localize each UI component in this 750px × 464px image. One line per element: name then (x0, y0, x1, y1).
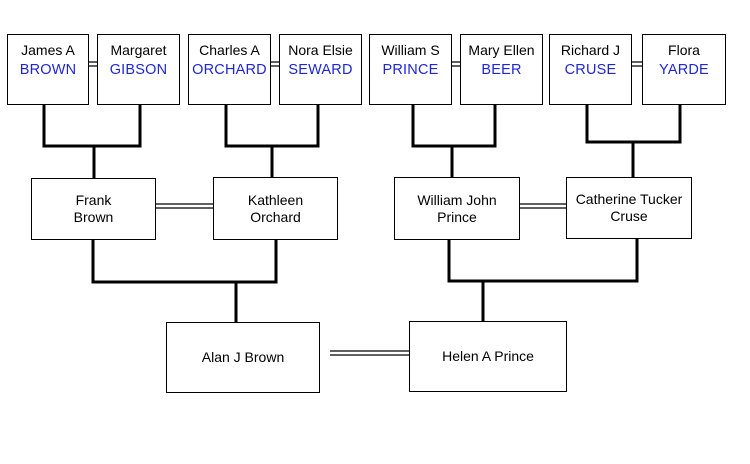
connector-prince-beer (411, 105, 497, 180)
marriage-line-frank-kathleen (156, 203, 214, 209)
person-given-name: Richard J (560, 42, 621, 58)
marriage-line-prince-beer (452, 61, 460, 67)
person-given-name: Nora Elsie (288, 42, 353, 58)
person-box-catherine-cruse[interactable]: Catherine Tucker Cruse (566, 177, 692, 239)
person-box-william-prince[interactable]: William S PRINCE (369, 34, 452, 105)
person-name: Helen A Prince (442, 348, 534, 364)
person-surname: PRINCE (382, 62, 439, 78)
person-box-flora-yarde[interactable]: Flora YARDE (642, 34, 726, 105)
person-box-mary-beer[interactable]: Mary Ellen BEER (460, 34, 543, 105)
marriage-line-cruse-yarde (632, 61, 642, 67)
person-box-nora-seward[interactable]: Nora Elsie SEWARD (279, 34, 362, 105)
person-name: Alan J Brown (201, 349, 285, 365)
person-given-name: Margaret (110, 42, 167, 58)
person-box-charles-orchard[interactable]: Charles A ORCHARD (188, 34, 271, 105)
marriage-line-alan-helen (330, 350, 410, 356)
connector-william-catherine (447, 239, 639, 322)
person-box-alan-brown[interactable]: Alan J Brown (166, 322, 320, 393)
connector-frank-kathleen (91, 240, 278, 323)
person-name: Frank Brown (73, 192, 114, 225)
person-box-richard-cruse[interactable]: Richard J CRUSE (549, 34, 632, 105)
person-box-margaret-gibson[interactable]: Margaret GIBSON (97, 34, 180, 105)
person-box-frank-brown[interactable]: Frank Brown (31, 178, 156, 240)
person-surname: YARDE (659, 62, 709, 78)
marriage-line-william-catherine (520, 203, 566, 209)
person-given-name: Charles A (199, 42, 260, 58)
person-name: Kathleen Orchard (247, 191, 304, 225)
marriage-line-orchard-seward (271, 61, 279, 67)
connector-cruse-yarde (585, 105, 682, 179)
person-name: William John Prince (417, 191, 497, 225)
person-box-helen-prince[interactable]: Helen A Prince (409, 321, 567, 392)
person-surname: CRUSE (564, 62, 617, 78)
person-surname: SEWARD (288, 62, 353, 78)
person-given-name: William S (381, 42, 440, 58)
person-box-james-brown[interactable]: James A BROWN (7, 34, 89, 105)
connector-orchard-seward (224, 105, 320, 180)
person-box-william-john-prince[interactable]: William John Prince (394, 177, 520, 240)
person-given-name: Mary Ellen (468, 42, 535, 58)
person-surname: GIBSON (109, 62, 168, 78)
marriage-line-brown-gibson (89, 61, 97, 67)
person-given-name: Flora (668, 42, 700, 58)
person-name: Catherine Tucker Cruse (575, 191, 683, 224)
person-given-name: James A (21, 42, 75, 58)
person-box-kathleen-orchard[interactable]: Kathleen Orchard (213, 177, 338, 240)
person-surname: ORCHARD (192, 62, 267, 78)
person-surname: BEER (481, 62, 522, 78)
person-surname: BROWN (19, 62, 77, 78)
connector-brown-gibson (42, 105, 142, 180)
